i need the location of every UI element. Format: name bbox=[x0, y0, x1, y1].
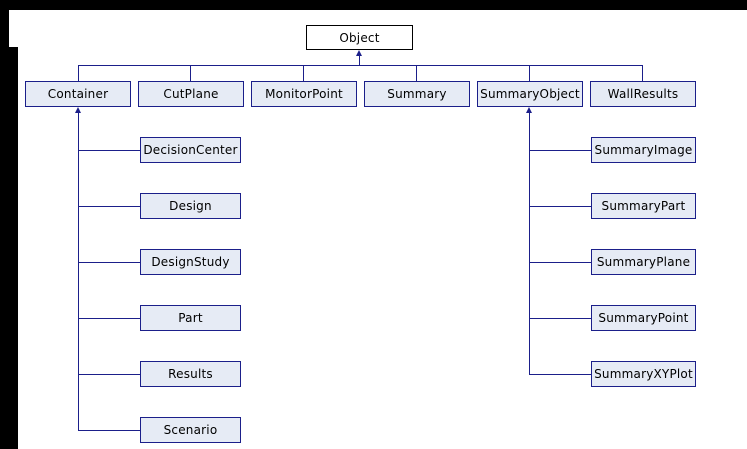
class-node-summarypoint[interactable]: SummaryPoint bbox=[591, 305, 696, 331]
class-node-decisioncenter-label: DecisionCenter bbox=[143, 143, 238, 157]
class-node-summary[interactable]: Summary bbox=[364, 81, 470, 107]
edge-drop-monitorpoint bbox=[303, 65, 304, 81]
edge-drop-summary bbox=[416, 65, 417, 81]
class-node-part-label: Part bbox=[178, 311, 203, 325]
class-node-summaryplane-label: SummaryPlane bbox=[596, 255, 691, 269]
edge-branch-scenario bbox=[78, 430, 140, 431]
class-node-wallresults-label: WallResults bbox=[607, 87, 679, 101]
class-node-summaryxyplot-label: SummaryXYPlot bbox=[594, 367, 693, 381]
class-node-design-label: Design bbox=[169, 199, 212, 213]
class-node-summaryobject-label: SummaryObject bbox=[480, 87, 580, 101]
edge-drop-cutplane bbox=[190, 65, 191, 81]
class-node-object-label: Object bbox=[339, 30, 380, 45]
inheritance-arrow-to-summaryobject bbox=[526, 107, 532, 113]
class-node-summaryplane[interactable]: SummaryPlane bbox=[591, 249, 696, 275]
edge-branch-decisioncenter bbox=[78, 150, 140, 151]
inheritance-arrow-to-container bbox=[75, 107, 81, 113]
class-node-designstudy[interactable]: DesignStudy bbox=[140, 249, 241, 275]
edge-branch-designstudy bbox=[78, 262, 140, 263]
class-node-cutplane-label: CutPlane bbox=[163, 87, 219, 101]
edge-drop-summaryobject bbox=[529, 65, 530, 81]
class-node-monitorpoint[interactable]: MonitorPoint bbox=[251, 81, 357, 107]
class-node-container[interactable]: Container bbox=[25, 81, 131, 107]
letterbox-band-left-upper bbox=[0, 10, 9, 47]
class-node-summary-label: Summary bbox=[387, 87, 447, 101]
edge-container-trunk bbox=[78, 113, 79, 430]
class-node-summarypart[interactable]: SummaryPart bbox=[591, 193, 696, 219]
edge-level1-bus bbox=[78, 65, 643, 66]
edge-object-stem bbox=[359, 56, 360, 66]
letterbox-band-left-lower bbox=[0, 47, 18, 449]
edge-drop-container bbox=[78, 65, 79, 81]
edge-branch-summarypart bbox=[529, 206, 591, 207]
class-node-designstudy-label: DesignStudy bbox=[151, 255, 230, 269]
edge-branch-results bbox=[78, 374, 140, 375]
letterbox-band-top-left bbox=[0, 0, 148, 10]
class-node-decisioncenter[interactable]: DecisionCenter bbox=[140, 137, 241, 163]
edge-branch-summaryxyplot bbox=[529, 374, 591, 375]
class-node-monitorpoint-label: MonitorPoint bbox=[265, 87, 343, 101]
inheritance-arrow-to-object bbox=[356, 50, 362, 56]
class-node-wallresults[interactable]: WallResults bbox=[590, 81, 696, 107]
edge-drop-wallresults bbox=[642, 65, 643, 81]
edge-summaryobject-trunk bbox=[529, 113, 530, 374]
class-node-results-label: Results bbox=[168, 367, 213, 381]
class-node-object[interactable]: Object bbox=[306, 25, 413, 50]
class-node-summaryobject[interactable]: SummaryObject bbox=[477, 81, 583, 107]
edge-branch-part bbox=[78, 318, 140, 319]
class-node-summarypart-label: SummaryPart bbox=[601, 199, 686, 213]
class-node-summaryxyplot[interactable]: SummaryXYPlot bbox=[591, 361, 696, 387]
class-node-cutplane[interactable]: CutPlane bbox=[138, 81, 244, 107]
class-node-container-label: Container bbox=[47, 87, 109, 101]
class-node-scenario[interactable]: Scenario bbox=[140, 417, 241, 443]
class-node-summaryimage-label: SummaryImage bbox=[594, 143, 693, 157]
class-node-summarypoint-label: SummaryPoint bbox=[598, 311, 689, 325]
class-node-summaryimage[interactable]: SummaryImage bbox=[591, 137, 696, 163]
class-node-scenario-label: Scenario bbox=[163, 423, 218, 437]
edge-branch-design bbox=[78, 206, 140, 207]
edge-branch-summaryplane bbox=[529, 262, 591, 263]
letterbox-band-top-right bbox=[148, 0, 747, 10]
class-node-results[interactable]: Results bbox=[140, 361, 241, 387]
class-node-part[interactable]: Part bbox=[140, 305, 241, 331]
edge-branch-summaryimage bbox=[529, 150, 591, 151]
class-node-design[interactable]: Design bbox=[140, 193, 241, 219]
edge-branch-summarypoint bbox=[529, 318, 591, 319]
